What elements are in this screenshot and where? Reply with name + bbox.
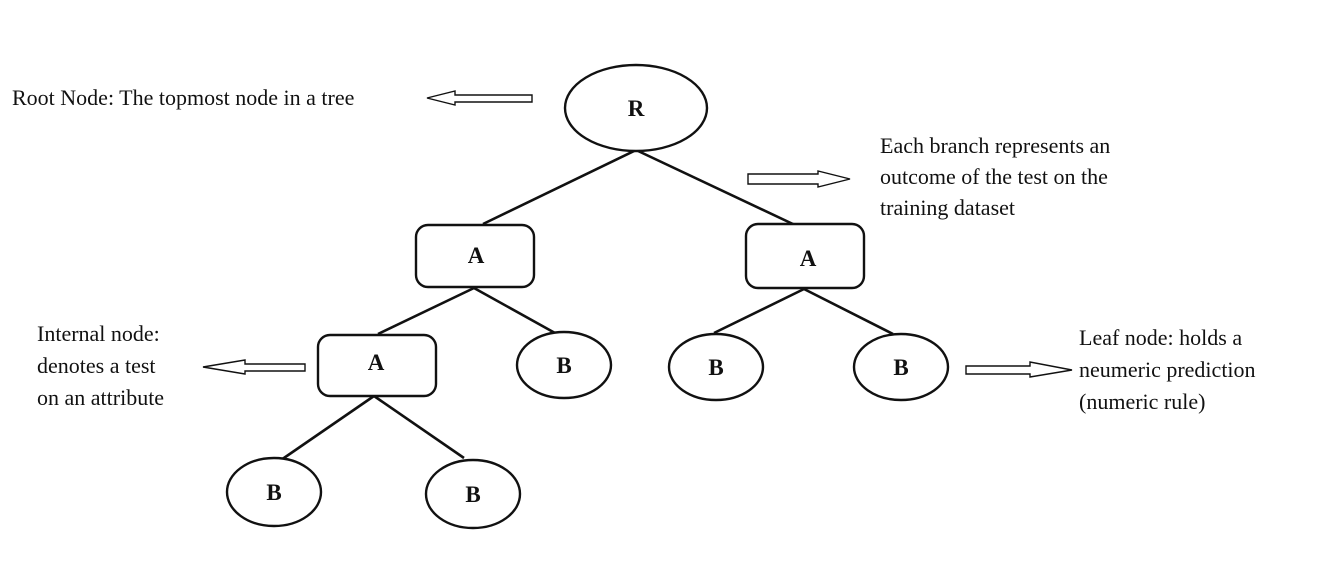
tree-node-leaf-bottom-left: B: [225, 456, 323, 528]
annotation-leaf-node: Leaf node: holds a neumeric prediction (…: [965, 325, 1256, 414]
leaf-node-label: B: [266, 480, 281, 505]
annotation-root-node: Root Node: The topmost node in a tree: [12, 85, 533, 110]
annotation-branch-line-2: outcome of the test on the: [880, 164, 1108, 189]
annotation-branch-line-1: Each branch represents an: [880, 133, 1110, 158]
edge-internal-left-leaf-left-right: [473, 286, 556, 335]
leaf-node-label: B: [556, 353, 571, 378]
edge-internal-right-leaf-right-left: [713, 287, 805, 335]
leaf-node-label: B: [465, 482, 480, 507]
left-arrow-icon: [426, 90, 533, 106]
leaf-node-ellipse: [667, 332, 765, 402]
tree-node-internal-right: A: [744, 222, 866, 290]
leaf-node-ellipse: [225, 456, 323, 528]
tree-node-leaf-left-right: B: [515, 330, 613, 400]
internal-node-left-left-label: A: [368, 350, 385, 375]
tree-node-root: R: [563, 63, 709, 153]
annotation-branch: Each branch represents an outcome of the…: [747, 133, 1110, 220]
annotation-root-node-line-1: Root Node: The topmost node in a tree: [12, 85, 354, 110]
right-arrow-icon: [747, 170, 851, 188]
annotation-internal-node-line-3: on an attribute: [37, 385, 164, 410]
annotation-internal-node-line-2: denotes a test: [37, 353, 156, 378]
tree-node-leaf-bottom-right: B: [424, 458, 522, 530]
edge-internal-left-internal-left-left: [377, 286, 475, 336]
annotation-leaf-node-line-3: (numeric rule): [1079, 389, 1205, 414]
edge-root-internal-right: [635, 148, 796, 227]
internal-node-left-box: [414, 223, 536, 289]
root-node-label: R: [628, 96, 645, 121]
edge-internal-left-left-leaf-bottom-left: [280, 394, 375, 462]
leaf-node-label: B: [708, 355, 723, 380]
tree-node-leaf-right-right: B: [852, 332, 950, 402]
edge-internal-left-left-leaf-bottom-right: [373, 394, 465, 460]
annotation-leaf-node-line-2: neumeric prediction: [1079, 357, 1256, 382]
internal-node-right-label: A: [800, 246, 817, 271]
tree-node-leaf-right-left: B: [667, 332, 765, 402]
annotation-branch-line-3: training dataset: [880, 195, 1015, 220]
tree-node-internal-left-left: A: [316, 333, 438, 398]
internal-node-right-box: [744, 222, 866, 290]
leaf-node-ellipse: [424, 458, 522, 530]
tree-edges: [280, 148, 894, 462]
left-arrow-icon: [202, 359, 306, 375]
internal-node-left-left-box: [316, 333, 438, 398]
tree-node-internal-left: A: [414, 223, 536, 289]
leaf-node-ellipse: [852, 332, 950, 402]
edge-root-internal-left: [482, 148, 637, 226]
annotation-internal-node: Internal node: denotes a test on an attr…: [37, 321, 306, 410]
annotation-internal-node-line-1: Internal node:: [37, 321, 160, 346]
root-node-ellipse: [563, 63, 709, 153]
leaf-node-ellipse: [515, 330, 613, 400]
leaf-node-label: B: [893, 355, 908, 380]
internal-node-left-label: A: [468, 243, 485, 268]
edge-internal-right-leaf-right-right: [803, 287, 894, 336]
right-arrow-icon: [965, 361, 1073, 378]
annotation-leaf-node-line-1: Leaf node: holds a: [1079, 325, 1242, 350]
